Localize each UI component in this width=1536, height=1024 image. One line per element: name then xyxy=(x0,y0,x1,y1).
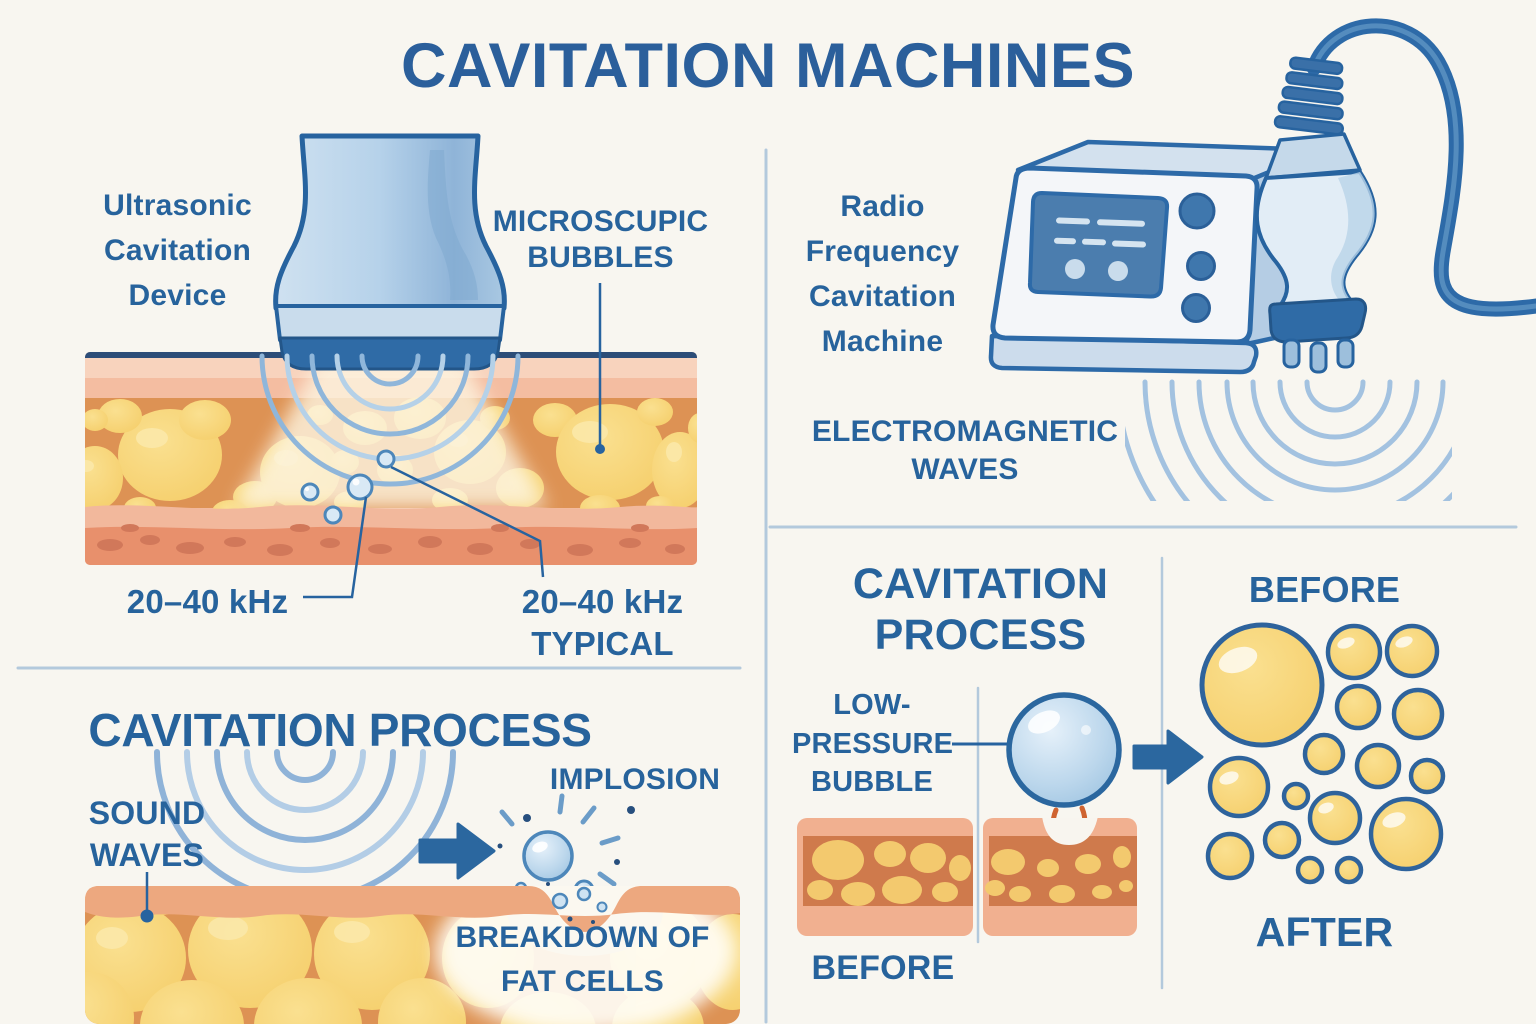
implosion-label: IMPLOSION xyxy=(549,763,721,796)
after-label: AFTER xyxy=(1255,909,1394,955)
fat-cell-highlights xyxy=(1218,636,1413,828)
cavitation-process-heading-left: CAVITATION PROCESS xyxy=(88,704,592,756)
section-dividers xyxy=(16,148,1518,1024)
before-bottom-label: BEFORE xyxy=(811,949,955,987)
ultrasound-wave-arcs xyxy=(259,353,521,487)
machine-screen xyxy=(1027,191,1170,299)
rf-machine-label: Radio Frequency Cavitation Machine xyxy=(805,190,960,358)
breakdown-label: BREAKDOWN OF FAT CELLS xyxy=(455,921,710,998)
microscopic-bubbles-label: MICROSCUPIC BUBBLES xyxy=(492,205,709,274)
process-arrow-left xyxy=(418,822,496,880)
electromagnetic-waves-label: ELECTROMAGNETIC WAVES xyxy=(811,415,1119,487)
machine-buttons xyxy=(1178,192,1216,323)
skin-band-illustration xyxy=(85,882,740,1024)
sound-waves-leader xyxy=(140,872,154,923)
rf-machine-illustration xyxy=(988,139,1325,375)
sound-wave-arcs xyxy=(154,749,456,900)
process-arrow-right xyxy=(1132,729,1204,785)
before-top-label: BEFORE xyxy=(1248,569,1401,610)
rf-handpiece-illustration xyxy=(1254,18,1536,374)
implosion-bubble-illustration xyxy=(497,793,635,901)
ultrasonic-probe-illustration xyxy=(273,133,507,371)
frequency-label: 20–40 kHz xyxy=(126,583,289,620)
electromagnetic-wave-arcs xyxy=(1125,379,1452,501)
leader-lines-top-left xyxy=(303,283,605,599)
low-pressure-bubble-label: LOW-PRESSURE BUBBLE xyxy=(792,689,954,799)
skin-strip-during xyxy=(983,818,1137,936)
sound-waves-label: SOUND WAVES xyxy=(88,795,206,873)
falling-bubbles xyxy=(546,882,608,924)
page-title: CAVITATION MACHINES xyxy=(401,31,1135,101)
dermis-spots xyxy=(97,524,685,556)
cavitation-process-heading-right: CAVITATION PROCESS xyxy=(852,560,1109,659)
microscopic-bubbles xyxy=(300,449,396,525)
low-pressure-bubble-illustration xyxy=(952,692,1122,808)
ultrasonic-device-label: Ultrasonic Cavitation Device xyxy=(103,189,252,312)
skin-strip-before xyxy=(797,818,973,936)
frequency-typical-label: 20–40 kHz TYPICAL xyxy=(521,583,684,663)
